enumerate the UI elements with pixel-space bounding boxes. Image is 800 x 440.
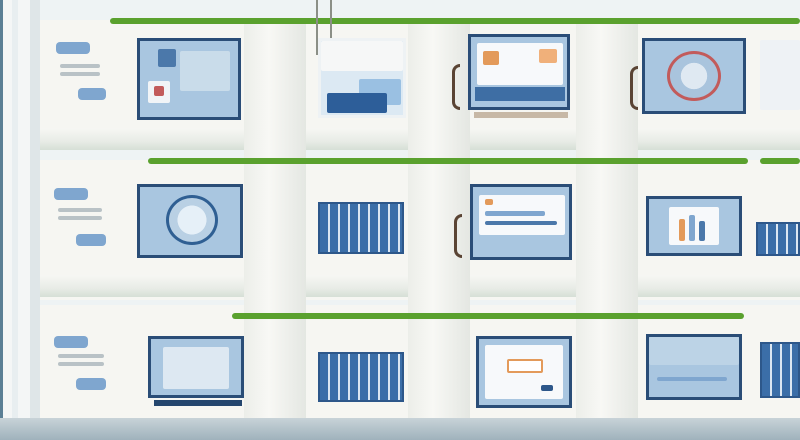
pillar-1 [244, 22, 306, 418]
label-panel-row2 [48, 186, 106, 268]
bar-orange [679, 219, 685, 241]
server-grille [318, 352, 404, 402]
monitor-dashboard [470, 184, 572, 260]
rail-middle-end [760, 158, 800, 164]
notification-badge [483, 51, 499, 65]
submit-chip [541, 385, 553, 391]
hanging-wire-1 [316, 0, 318, 55]
label-pill [76, 234, 106, 246]
monitor-base [474, 112, 568, 118]
folder-icon [158, 49, 176, 67]
bar-dark [699, 221, 705, 241]
monitor-settings [137, 38, 241, 120]
monitor-base [154, 400, 242, 406]
monitor-gauge [642, 38, 746, 114]
label-line [58, 208, 102, 212]
monitor-form [476, 336, 572, 408]
panel-stack [318, 38, 406, 118]
floor-base [0, 418, 800, 440]
record-icon [154, 86, 164, 96]
wave-graphic [327, 93, 387, 113]
monitor-stand [454, 214, 462, 258]
monitor-dial [137, 184, 243, 258]
progress-line [485, 211, 545, 216]
label-pill [76, 378, 106, 390]
gauge-icon [667, 51, 721, 101]
label-line [58, 216, 102, 220]
side-panel [760, 40, 800, 110]
left-frame [0, 0, 40, 440]
document-card [180, 51, 230, 91]
taskbar [475, 87, 565, 101]
label-pill [54, 336, 88, 348]
hanging-wire-2 [330, 0, 332, 46]
label-panel-row3 [48, 334, 106, 416]
monitor-landscape [646, 334, 742, 400]
label-pill [56, 42, 90, 54]
server-grille-side [756, 222, 800, 256]
dial-icon [166, 195, 218, 245]
blank-window [163, 347, 229, 389]
label-line [60, 64, 100, 68]
pillar-3 [576, 22, 638, 418]
message-icon [539, 49, 557, 63]
label-line [58, 362, 104, 366]
server-grille-side [760, 342, 800, 398]
label-line [58, 354, 104, 358]
status-dot [485, 199, 493, 205]
label-pill [78, 88, 106, 100]
stack-card-top [321, 41, 403, 71]
input-box [507, 359, 543, 373]
progress-line [485, 221, 557, 225]
monitor-stand [630, 66, 638, 110]
bar-blue [689, 215, 695, 241]
monitor-chat [468, 34, 570, 110]
sky-area [649, 337, 739, 365]
text-line [657, 377, 727, 381]
rail-middle [148, 158, 748, 164]
label-pill [54, 188, 88, 200]
monitor-blank [148, 336, 244, 398]
rail-top [110, 18, 800, 24]
server-grille [318, 202, 404, 254]
label-panel-row1 [48, 40, 106, 122]
monitor-stand [452, 64, 460, 110]
rail-bottom [232, 313, 744, 319]
monitor-bar-chart [646, 196, 742, 256]
label-line [60, 72, 100, 76]
